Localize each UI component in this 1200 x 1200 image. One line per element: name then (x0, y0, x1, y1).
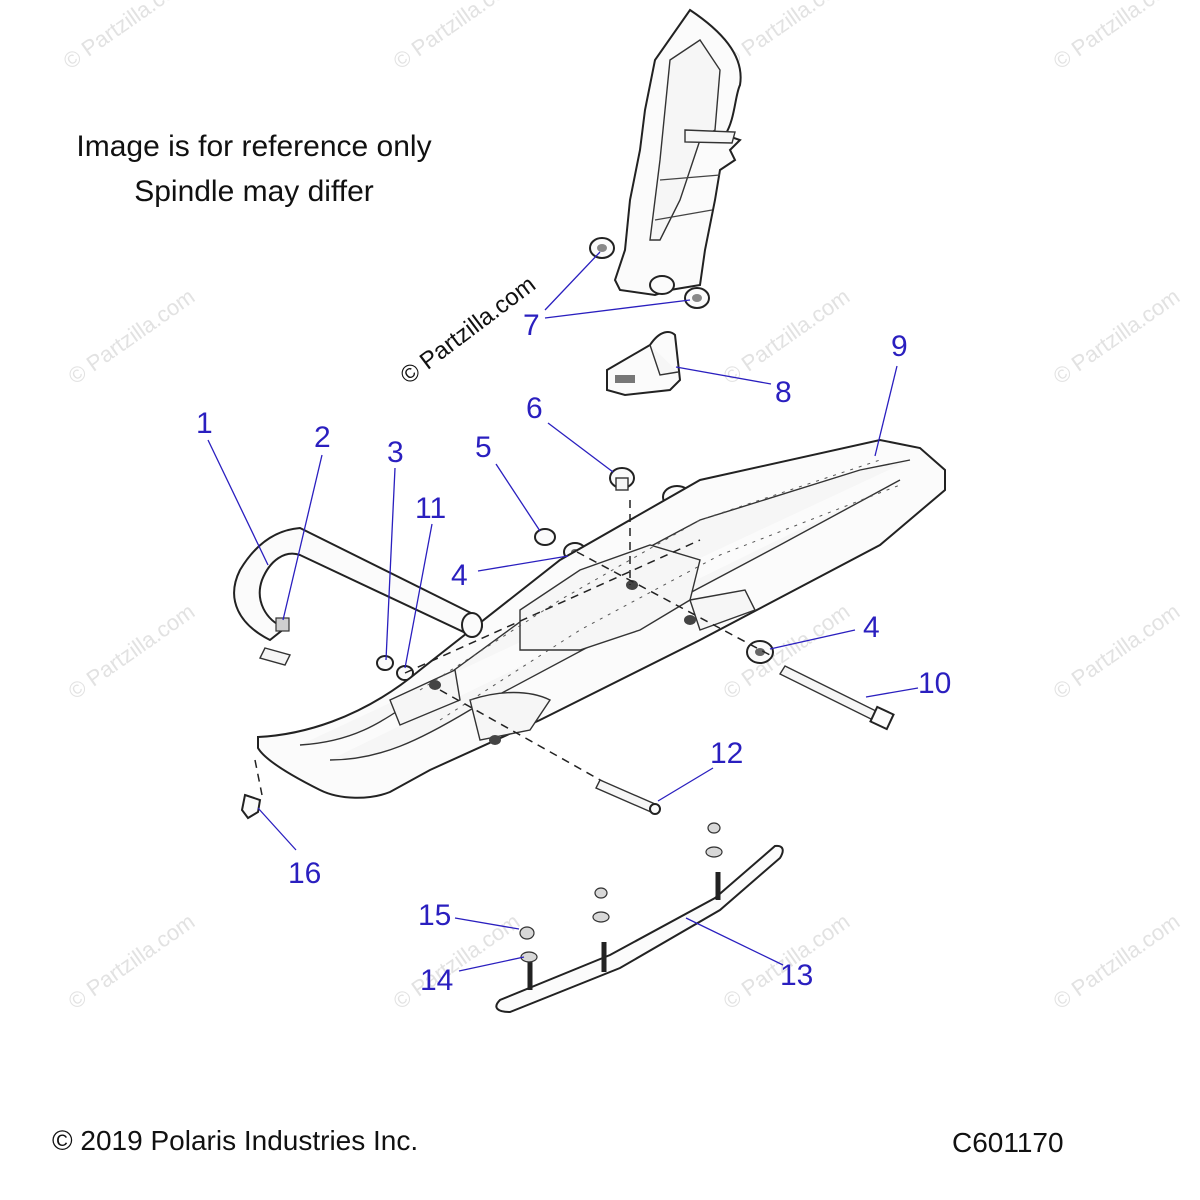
callouts: 1 2 3 4 5 6 7 8 9 10 11 12 13 14 15 16 4 (196, 309, 951, 997)
callout-6: 6 (526, 392, 543, 425)
note-line-1: Image is for reference only (76, 130, 432, 163)
callout-11: 11 (415, 492, 446, 525)
copyright-text: © 2019 Polaris Industries Inc. (52, 1125, 419, 1156)
small-bolt (240, 793, 262, 820)
callout-13: 13 (780, 959, 813, 992)
callout-7: 7 (523, 309, 540, 342)
watermark: © Partzilla.com (64, 909, 200, 1015)
callout-5: 5 (475, 431, 492, 464)
callout-3: 3 (387, 436, 404, 469)
callout-4-right: 4 (863, 611, 880, 644)
watermark: © Partzilla.com (389, 0, 525, 74)
long-bolt (778, 665, 895, 731)
ski-body (257, 438, 946, 799)
callout-16: 16 (288, 857, 321, 890)
pull-handle (233, 526, 483, 666)
watermark: © Partzilla.com (64, 599, 200, 705)
callout-9: 9 (891, 330, 908, 363)
short-bolt (595, 779, 661, 815)
callout-4: 4 (451, 559, 468, 592)
watermark: © Partzilla.com (1049, 284, 1185, 390)
watermark: © Partzilla.com (1049, 0, 1185, 74)
watermark: © Partzilla.com (1049, 599, 1185, 705)
watermark: © Partzilla.com (64, 284, 200, 390)
callout-10: 10 (918, 667, 951, 700)
callout-15: 15 (418, 899, 451, 932)
watermark: © Partzilla.com (719, 284, 855, 390)
reference-note: Image is for reference only Spindle may … (24, 124, 484, 214)
callout-12: 12 (710, 737, 743, 770)
watermark: © Partzilla.com (1049, 909, 1185, 1015)
note-line-2: Spindle may differ (134, 175, 374, 208)
spindle-drawing (613, 8, 742, 297)
partzilla-watermark: © Partzilla.com (395, 271, 540, 390)
watermark: © Partzilla.com (59, 0, 195, 74)
leader-lines (207, 251, 919, 972)
carbide-runner (495, 822, 784, 1014)
bushing-pair (589, 237, 710, 309)
callout-2: 2 (314, 421, 331, 454)
callout-14: 14 (420, 964, 453, 997)
wear-block (606, 331, 682, 397)
drawing-code: C601170 (952, 1127, 1064, 1158)
callout-8: 8 (775, 376, 792, 409)
callout-1: 1 (196, 407, 213, 440)
